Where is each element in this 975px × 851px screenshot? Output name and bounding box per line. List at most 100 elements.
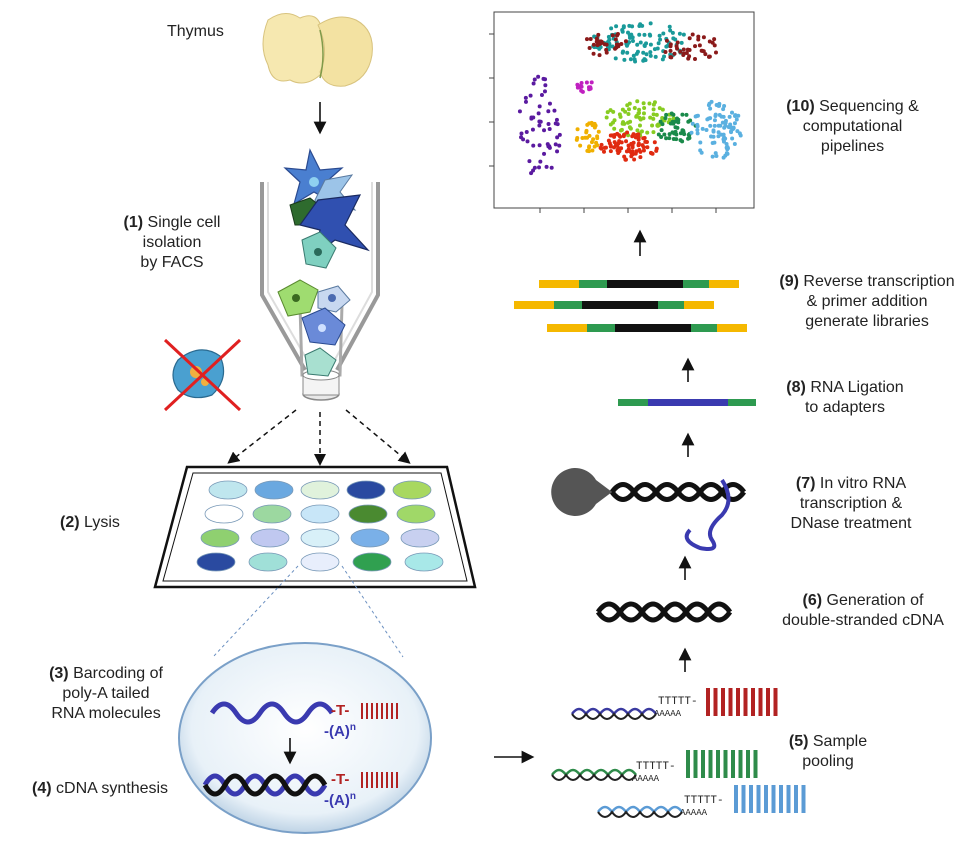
cluster-point xyxy=(693,44,698,49)
cluster-point xyxy=(674,44,679,49)
cluster-point xyxy=(712,123,717,128)
dnase-pacman xyxy=(551,468,612,516)
cluster-point xyxy=(617,149,622,154)
cell-clusters xyxy=(517,21,743,176)
cluster-point xyxy=(547,127,552,132)
step-4-number: (4) xyxy=(32,780,52,797)
cluster-point xyxy=(696,37,701,42)
step-8-line-1: RNA Ligation xyxy=(810,379,904,396)
step-10-line-2: computational xyxy=(802,118,903,135)
pooled-barcode-bar xyxy=(738,750,743,778)
cluster-point xyxy=(671,112,676,117)
cluster-point xyxy=(619,42,624,47)
cluster-point xyxy=(525,139,530,144)
cluster-point xyxy=(686,136,691,141)
cluster-point xyxy=(690,121,695,126)
cluster-point xyxy=(657,106,662,111)
cluster-point xyxy=(675,40,680,45)
cluster-point xyxy=(617,133,622,138)
cluster-point xyxy=(623,39,628,44)
step-10-line-3: pipelines xyxy=(820,138,885,155)
cluster-point xyxy=(677,31,682,36)
cluster-point xyxy=(607,141,612,146)
cluster-point xyxy=(679,40,684,45)
barcode-bar xyxy=(396,703,398,719)
cluster-point xyxy=(635,99,640,104)
dashed-arrow-left xyxy=(227,409,297,464)
barcode-bar xyxy=(391,703,393,719)
cluster-point xyxy=(597,39,602,44)
cluster-point xyxy=(613,46,618,51)
cluster-point xyxy=(708,106,713,111)
step-6-number: (6) xyxy=(802,592,823,609)
cluster-point xyxy=(689,130,694,135)
step-5-label: (5) Sample pooling xyxy=(788,732,868,772)
cluster-point xyxy=(659,135,664,140)
cluster-point xyxy=(625,50,630,55)
cluster-point xyxy=(701,35,706,40)
step-7-label: (7) In vitro RNA transcription & DNase t… xyxy=(776,474,926,534)
cluster-point xyxy=(648,42,653,47)
cluster-point xyxy=(731,126,736,131)
cluster-point xyxy=(584,80,589,85)
cluster-point xyxy=(650,151,655,156)
cluster-point xyxy=(615,143,620,148)
cluster-point xyxy=(657,33,662,38)
cluster-point xyxy=(529,171,534,176)
cluster-point xyxy=(647,32,652,37)
cluster-point xyxy=(523,95,528,100)
library-primer xyxy=(587,324,615,332)
cluster-point xyxy=(608,144,613,149)
cluster-point xyxy=(708,123,713,128)
polya-text-cdna: -(A) xyxy=(324,792,350,809)
cluster-point xyxy=(589,80,594,85)
cluster-point xyxy=(537,119,542,124)
cluster-point xyxy=(592,144,597,149)
cluster-point xyxy=(684,112,689,117)
cluster-point xyxy=(641,50,646,55)
cluster-point xyxy=(630,24,635,29)
plate-well xyxy=(200,528,240,548)
cluster-point xyxy=(633,59,638,64)
barcode-bar xyxy=(371,772,373,788)
pooled-barcode-bar xyxy=(779,785,783,813)
plate-well xyxy=(300,504,340,524)
cluster-point xyxy=(688,118,693,123)
cluster-point xyxy=(713,50,718,55)
cluster-point xyxy=(542,128,547,133)
barcode-bar xyxy=(361,772,363,788)
cluster-point xyxy=(623,157,628,162)
cluster-point xyxy=(580,135,585,140)
cluster-point xyxy=(648,53,653,58)
cluster-point xyxy=(541,76,546,81)
cluster-point xyxy=(678,138,683,143)
cluster-point xyxy=(652,47,657,52)
pooled-barcode-bar xyxy=(801,785,806,813)
cluster-point xyxy=(578,143,583,148)
step-3-line-3: RNA molecules xyxy=(51,705,161,722)
cluster-point xyxy=(574,137,579,142)
cluster-point xyxy=(660,107,665,112)
cluster-point xyxy=(667,24,672,29)
pooled-barcode-bar xyxy=(736,688,740,716)
step-1-line-3: by FACS xyxy=(140,254,204,271)
cluster-point xyxy=(681,53,686,58)
pooled-barcode-bar xyxy=(751,688,755,716)
pooled-barcode-bar xyxy=(716,750,720,778)
cluster-point xyxy=(627,125,632,130)
pooled-barcode-bar xyxy=(794,785,798,813)
pooled-strand xyxy=(571,712,657,720)
cluster-point xyxy=(716,134,721,139)
cluster-point xyxy=(537,123,542,128)
step-9-line-1: Reverse transcription xyxy=(803,273,955,290)
cluster-point xyxy=(584,37,589,42)
cluster-point xyxy=(587,149,592,154)
cluster-point xyxy=(537,143,542,148)
plate-well xyxy=(250,528,290,548)
plate-well xyxy=(346,480,386,500)
cluster-point xyxy=(714,154,719,159)
cluster-point xyxy=(656,41,661,46)
cluster-point xyxy=(608,108,613,113)
step-8-label: (8) RNA Ligation to adapters xyxy=(780,378,910,418)
cluster-point xyxy=(630,134,635,139)
